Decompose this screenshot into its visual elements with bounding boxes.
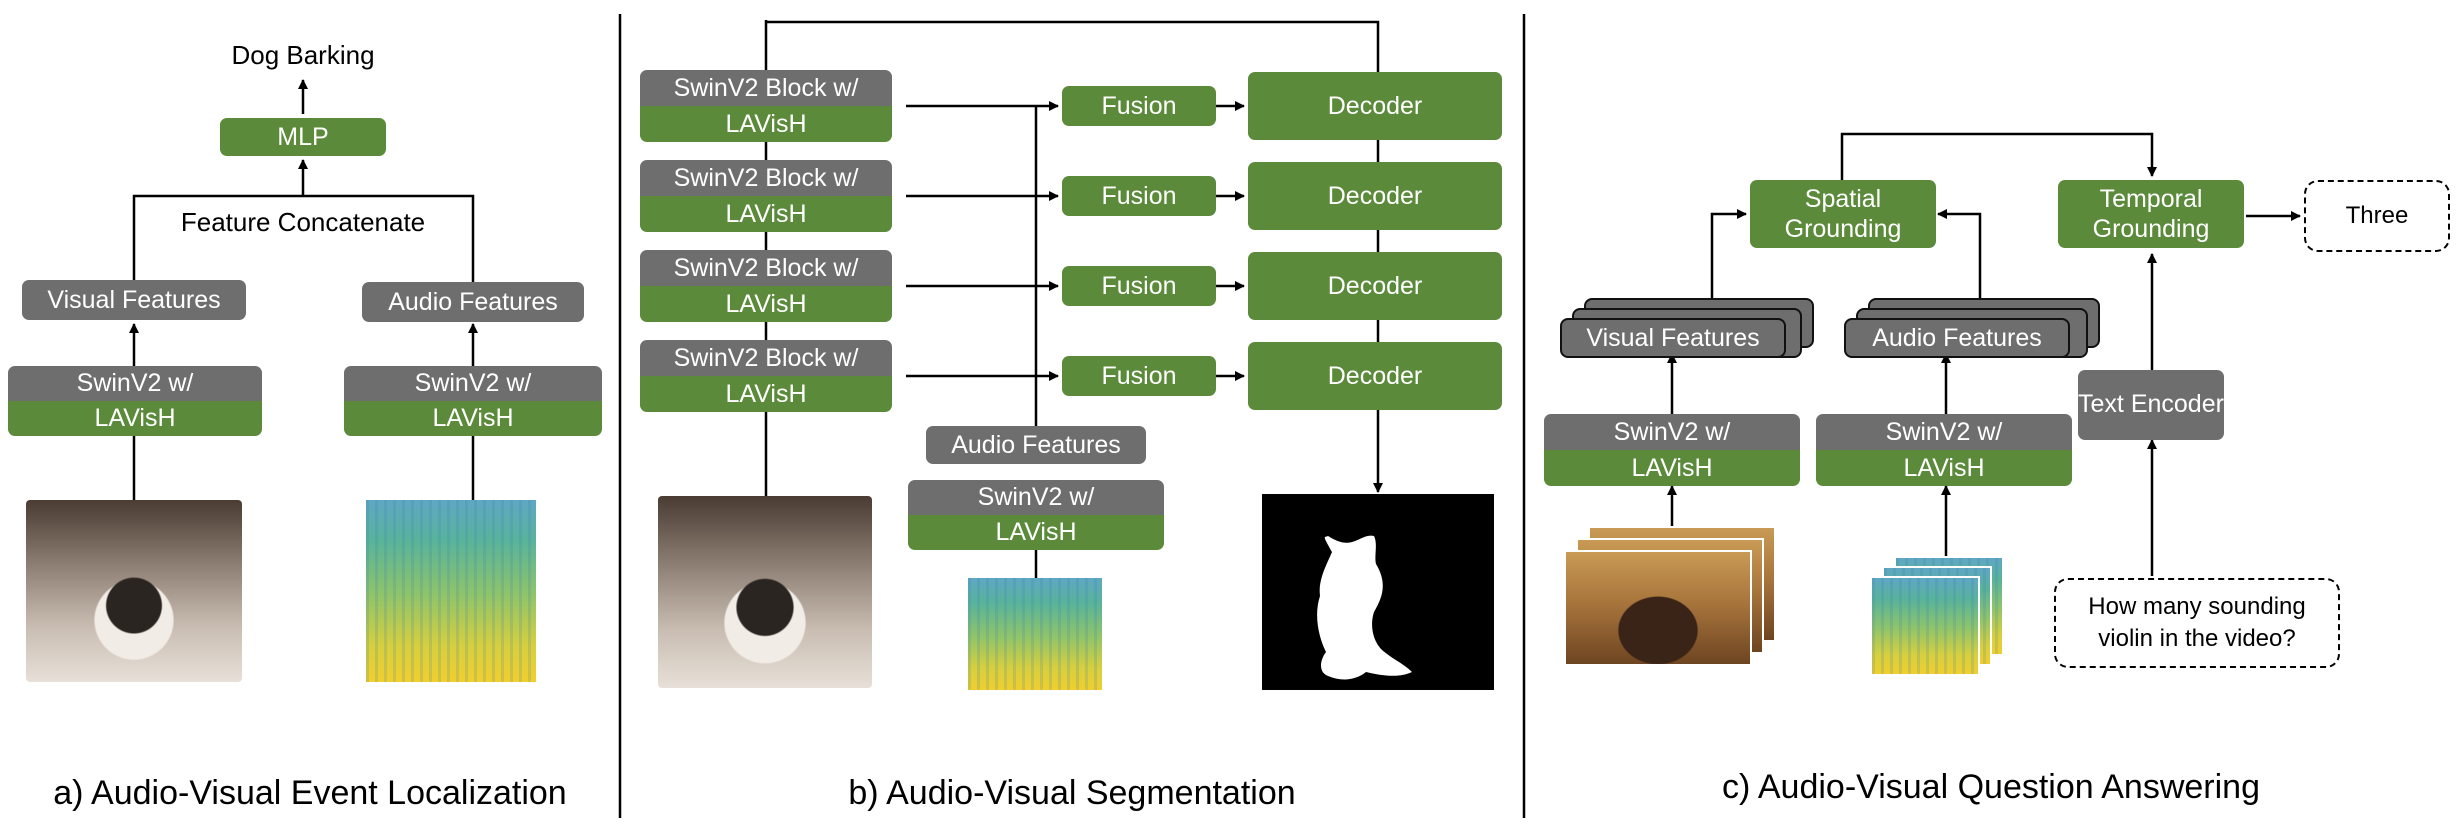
dog-image-b xyxy=(658,496,872,688)
visual-encoder-box-c: SwinV2 w/ LAVisH xyxy=(1544,414,1800,486)
fusion-box-2: Fusion xyxy=(1062,176,1216,216)
audio-encoder-box-c: SwinV2 w/ LAVisH xyxy=(1816,414,2072,486)
feature-concatenate-label: Feature Concatenate xyxy=(163,205,443,239)
swinv2-block-2-line1: SwinV2 Block w/ xyxy=(640,160,892,196)
visual-encoder-line2: LAVisH xyxy=(8,401,262,436)
swinv2-block-3-line1: SwinV2 Block w/ xyxy=(640,250,892,286)
question-box: How many sounding violin in the video? xyxy=(2054,578,2340,668)
swinv2-block-4: SwinV2 Block w/ LAVisH xyxy=(640,340,892,412)
fusion-box-4: Fusion xyxy=(1062,356,1216,396)
audio-features-box: Audio Features xyxy=(362,282,584,322)
audio-encoder-line2: LAVisH xyxy=(344,401,602,436)
arrow-visual-features-to-spatial xyxy=(1710,209,1747,302)
visual-features-box-c: Visual Features xyxy=(1560,318,1786,358)
audio-spectrogram-image-c xyxy=(1870,576,1980,676)
visual-encoder-c-line2: LAVisH xyxy=(1544,450,1800,486)
skip-top-connector xyxy=(766,20,1380,72)
swinv2-block-2-line2: LAVisH xyxy=(640,196,892,232)
concert-video-frame xyxy=(1564,550,1752,666)
decoder-box-3: Decoder xyxy=(1248,252,1502,320)
mlp-box: MLP xyxy=(220,118,386,156)
swinv2-block-3-line2: LAVisH xyxy=(640,286,892,322)
visual-features-box: Visual Features xyxy=(22,280,246,320)
swinv2-block-3: SwinV2 Block w/ LAVisH xyxy=(640,250,892,322)
fusion-box-1: Fusion xyxy=(1062,86,1216,126)
caption-panel-c: c) Audio-Visual Question Answering xyxy=(1721,768,2260,806)
audio-encoder-b-line2: LAVisH xyxy=(908,515,1164,550)
dog-image xyxy=(26,500,242,682)
audio-features-box-c: Audio Features xyxy=(1844,318,2070,358)
visual-encoder-box: SwinV2 w/ LAVisH xyxy=(8,366,262,436)
caption-panel-b: b) Audio-Visual Segmentation xyxy=(848,774,1296,812)
fusion-box-3: Fusion xyxy=(1062,266,1216,306)
swinv2-block-1-line1: SwinV2 Block w/ xyxy=(640,70,892,106)
segmentation-mask-image xyxy=(1262,494,1494,690)
dog-silhouette-icon xyxy=(1317,535,1412,680)
decoder-box-4: Decoder xyxy=(1248,342,1502,410)
audio-spectrogram-image-b xyxy=(968,578,1102,690)
audio-features-box-b: Audio Features xyxy=(926,426,1146,464)
output-label: Dog Barking xyxy=(231,39,375,70)
decoder-box-2: Decoder xyxy=(1248,162,1502,230)
answer-box: Three xyxy=(2304,180,2450,252)
audio-encoder-c-line2: LAVisH xyxy=(1816,450,2072,486)
audio-spectrogram-image xyxy=(366,500,536,682)
arrow-spatial-to-temporal xyxy=(1840,132,2157,180)
visual-encoder-c-line1: SwinV2 w/ xyxy=(1544,414,1800,450)
temporal-grounding-box: Temporal Grounding xyxy=(2058,180,2244,248)
swinv2-block-4-line2: LAVisH xyxy=(640,376,892,412)
audio-encoder-box: SwinV2 w/ LAVisH xyxy=(344,366,602,436)
audio-encoder-c-line1: SwinV2 w/ xyxy=(1816,414,2072,450)
swinv2-block-2: SwinV2 Block w/ LAVisH xyxy=(640,160,892,232)
caption-panel-a: a) Audio-Visual Event Localization xyxy=(53,774,567,812)
audio-encoder-box-b: SwinV2 w/ LAVisH xyxy=(908,480,1164,550)
arrow-audio-features-to-spatial xyxy=(1937,209,1982,302)
swinv2-block-1: SwinV2 Block w/ LAVisH xyxy=(640,70,892,142)
visual-encoder-line1: SwinV2 w/ xyxy=(8,366,262,401)
swinv2-block-4-line1: SwinV2 Block w/ xyxy=(640,340,892,376)
swinv2-block-1-line2: LAVisH xyxy=(640,106,892,142)
spatial-grounding-box: Spatial Grounding xyxy=(1750,180,1936,248)
audio-encoder-b-line1: SwinV2 w/ xyxy=(908,480,1164,515)
text-encoder-box: Text Encoder xyxy=(2078,370,2224,440)
decoder-box-1: Decoder xyxy=(1248,72,1502,140)
audio-encoder-line1: SwinV2 w/ xyxy=(344,366,602,401)
